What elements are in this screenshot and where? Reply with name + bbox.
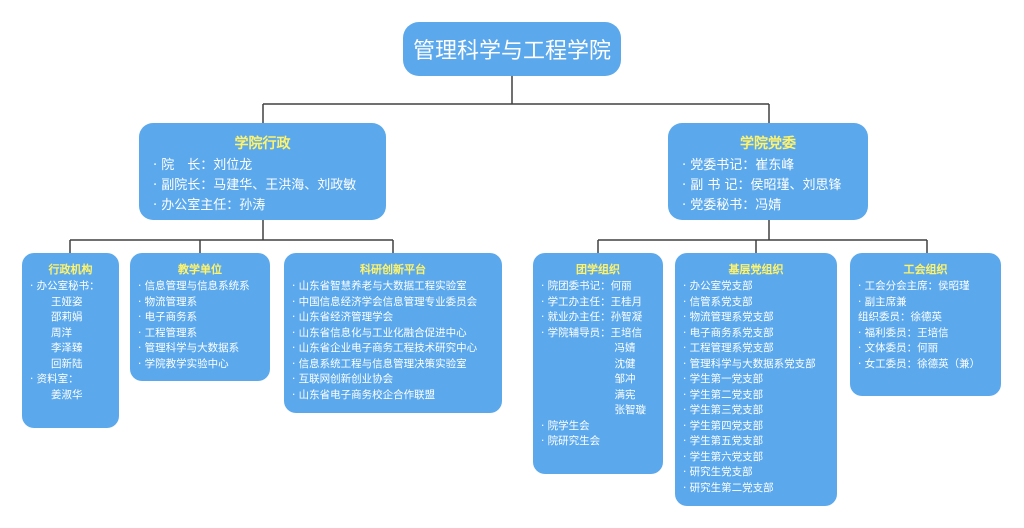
party-line: · 副 书 记：侯昭瑾、刘思锋 — [682, 178, 842, 193]
unit-line: · 研究生党支部 — [683, 466, 753, 478]
root-title: 管理科学与工程学院 — [412, 39, 611, 64]
unit-line: · 管理科学与大数据系 — [138, 342, 240, 354]
unit-line: · 学生第六党支部 — [683, 450, 764, 463]
unit-line: 张智璇 — [541, 404, 646, 416]
unit-line: · 互联网创新创业协会 — [292, 373, 394, 385]
unit-line: · 学生第四党支部 — [683, 419, 764, 432]
unit-line: · 工程管理系 — [138, 326, 198, 339]
unit-party-branches: 基层党组织 · 办公室党支部 · 信管系党支部 · 物流管理系党支部 · 电子商… — [675, 253, 837, 506]
unit-line: · 山东省电子商务校企合作联盟 — [292, 388, 436, 401]
unit-line: · 物流管理系 — [138, 295, 198, 308]
unit-line: 周洋 — [30, 326, 72, 339]
unit-line: · 信管系党支部 — [683, 295, 753, 308]
unit-line: · 院研究生会 — [541, 435, 601, 447]
unit-line: · 学生第二党支部 — [683, 388, 764, 401]
unit-line: · 学生第一党支部 — [683, 373, 764, 385]
unit-line: 冯婧 — [541, 342, 636, 354]
unit-teaching: 教学单位 · 信息管理与信息系统系 · 物流管理系 · 电子商务系 · 工程管理… — [130, 253, 270, 381]
unit-line: · 信息管理与信息系统系 — [138, 280, 250, 292]
unit-line: · 福利委员：王培信 — [858, 326, 949, 339]
unit-title: 团学组织 — [576, 263, 620, 276]
party-node: 学院党委 · 党委书记：崔东峰 · 副 书 记：侯昭瑾、刘思锋 · 党委秘书：冯… — [668, 123, 868, 220]
unit-line: · 学院辅导员：王培信 — [541, 326, 643, 339]
unit-line: · 学生第三党支部 — [683, 404, 764, 416]
unit-line: · 山东省信息化与工业化融合促进中心 — [292, 326, 467, 339]
unit-line: 姜淑华 — [30, 388, 83, 401]
unit-line: · 学工办主任：王桂月 — [541, 295, 643, 308]
unit-line: · 就业办主任：孙智凝 — [541, 311, 643, 323]
admin-line: · 院 长：刘位龙 — [153, 158, 253, 173]
unit-line: 邹冲 — [541, 373, 636, 385]
unit-line: · 电子商务系党支部 — [683, 326, 774, 339]
unit-line: · 办公室秘书： — [30, 280, 100, 292]
admin-line: · 副院长：马建华、王洪海、刘政敏 — [153, 178, 357, 193]
unit-line: 李泽臻 — [30, 342, 83, 354]
unit-trade-union: 工会组织 · 工会分会主席：侯昭瑾 · 副主席兼 组织委员：徐德英 · 福利委员… — [850, 253, 1001, 396]
unit-line: · 副主席兼 — [858, 295, 907, 308]
unit-title: 行政机构 — [48, 263, 93, 276]
unit-line: 回新陆 — [30, 357, 83, 370]
admin-title: 学院行政 — [234, 136, 291, 152]
unit-line: · 物流管理系党支部 — [683, 311, 774, 323]
unit-line: 满宪 — [541, 388, 636, 401]
admin-line: · 办公室主任：孙涛 — [153, 198, 266, 213]
root-node: 管理科学与工程学院 — [403, 22, 621, 76]
unit-line: · 院学生会 — [541, 419, 590, 432]
unit-line: · 女工委员：徐德英（兼） — [858, 357, 981, 370]
party-line: · 党委书记：崔东峰 — [682, 158, 795, 173]
unit-line: · 文体委员：何丽 — [858, 342, 939, 354]
unit-line: · 院团委书记：何丽 — [541, 280, 632, 292]
unit-line: · 工会分会主席：侯昭瑾 — [858, 280, 970, 292]
unit-line: · 研究生第二党支部 — [683, 481, 774, 494]
unit-line: · 山东省智慧养老与大数据工程实验室 — [292, 280, 467, 292]
unit-line: · 管理科学与大数据系党支部 — [683, 357, 816, 370]
unit-line: 组织委员：徐德英 — [858, 311, 942, 323]
unit-line: · 中国信息经济学会信息管理专业委员会 — [292, 295, 478, 308]
unit-line: 邵莉娟 — [30, 311, 83, 323]
unit-line: · 工程管理系党支部 — [683, 342, 774, 354]
unit-research: 科研创新平台 · 山东省智慧养老与大数据工程实验室 · 中国信息经济学会信息管理… — [284, 253, 502, 413]
unit-line: · 学生第五党支部 — [683, 435, 764, 447]
unit-line: · 办公室党支部 — [683, 280, 753, 292]
party-title: 学院党委 — [740, 136, 796, 152]
unit-line: · 学院教学实验中心 — [138, 357, 229, 370]
admin-node: 学院行政 · 院 长：刘位龙 · 副院长：马建华、王洪海、刘政敏 · 办公室主任… — [139, 123, 386, 220]
unit-youth-league: 团学组织 · 院团委书记：何丽 · 学工办主任：王桂月 · 就业办主任：孙智凝 … — [533, 253, 663, 474]
unit-title: 工会组织 — [903, 263, 948, 276]
unit-line: · 山东省企业电子商务工程技术研究中心 — [292, 342, 478, 354]
unit-line: · 资料室： — [30, 373, 79, 385]
unit-title: 科研创新平台 — [360, 263, 426, 276]
unit-title: 基层党组织 — [728, 263, 784, 276]
unit-line: · 电子商务系 — [138, 311, 198, 323]
party-line: · 党委秘书：冯婧 — [682, 198, 782, 213]
unit-title: 教学单位 — [178, 263, 222, 276]
unit-line: 王娅姿 — [30, 295, 83, 308]
unit-line: · 信息系统工程与信息管理决策实验室 — [292, 357, 467, 370]
unit-line: 沈健 — [541, 357, 636, 370]
unit-line: · 山东省经济管理学会 — [292, 311, 394, 323]
unit-admin-offices: 行政机构 · 办公室秘书： 王娅姿 邵莉娟 周洋 李泽臻 回新陆 · 资料室： … — [22, 253, 119, 428]
